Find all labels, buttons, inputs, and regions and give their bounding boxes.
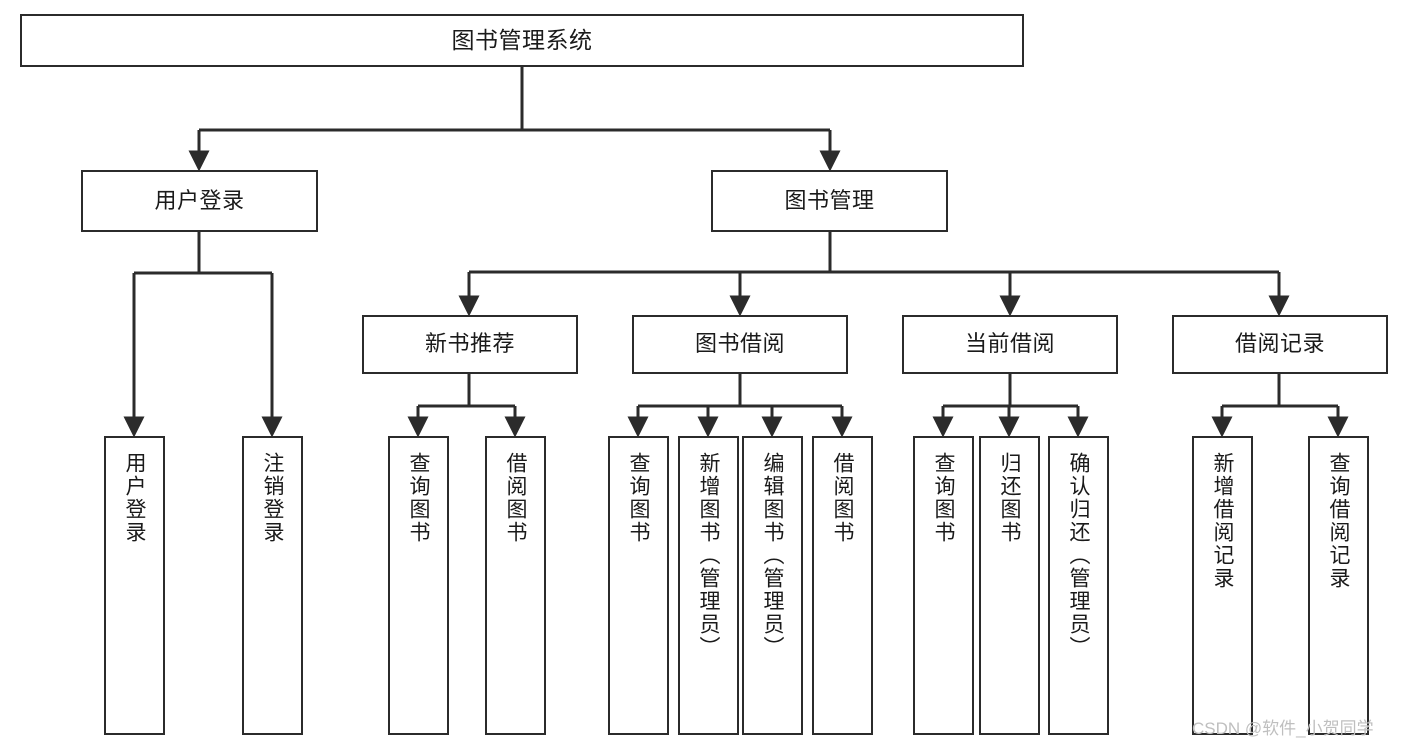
node-leaf-query-book-3[interactable]: 查询图书 — [913, 436, 974, 735]
node-leaf-add-book[interactable]: 新增图书（管理员） — [678, 436, 739, 735]
node-label: 图书管理系统 — [451, 26, 593, 53]
node-label: 查询借阅记录 — [1327, 452, 1350, 590]
node-label: 确认归还（管理员） — [1067, 452, 1090, 659]
node-label: 查询图书 — [407, 452, 430, 544]
node-label: 用户登录 — [154, 187, 245, 213]
node-label: 新书推荐 — [424, 331, 515, 357]
node-label: 当前借阅 — [964, 331, 1055, 357]
node-leaf-edit-book[interactable]: 编辑图书（管理员） — [742, 436, 803, 735]
node-label: 借阅记录 — [1234, 331, 1325, 357]
node-new-book-recommend[interactable]: 新书推荐 — [362, 315, 578, 374]
node-label: 查询图书 — [932, 452, 955, 544]
node-leaf-borrow-book-2[interactable]: 借阅图书 — [812, 436, 873, 735]
node-label: 编辑图书（管理员） — [761, 452, 784, 659]
node-label: 注销登录 — [261, 452, 284, 544]
node-leaf-borrow-book-1[interactable]: 借阅图书 — [485, 436, 546, 735]
node-leaf-user-login[interactable]: 用户登录 — [104, 436, 165, 735]
csdn-watermark: CSDN @软件_小贺同学 — [1192, 719, 1374, 738]
node-label: 图书管理 — [784, 187, 875, 213]
node-leaf-add-record[interactable]: 新增借阅记录 — [1192, 436, 1253, 735]
node-label: 新增借阅记录 — [1211, 452, 1234, 590]
node-label: 用户登录 — [123, 452, 146, 544]
node-book-borrow[interactable]: 图书借阅 — [632, 315, 848, 374]
node-label: 查询图书 — [627, 452, 650, 544]
node-user-login[interactable]: 用户登录 — [81, 170, 318, 232]
node-borrow-record[interactable]: 借阅记录 — [1172, 315, 1388, 374]
node-current-borrow[interactable]: 当前借阅 — [902, 315, 1118, 374]
node-label: 新增图书（管理员） — [697, 452, 720, 659]
node-label: 借阅图书 — [831, 452, 854, 544]
node-label: 归还图书 — [998, 452, 1021, 544]
node-leaf-query-record[interactable]: 查询借阅记录 — [1308, 436, 1369, 735]
node-book-manage[interactable]: 图书管理 — [711, 170, 948, 232]
node-leaf-logout-login[interactable]: 注销登录 — [242, 436, 303, 735]
node-leaf-query-book-2[interactable]: 查询图书 — [608, 436, 669, 735]
node-leaf-confirm-return[interactable]: 确认归还（管理员） — [1048, 436, 1109, 735]
node-label: 借阅图书 — [504, 452, 527, 544]
node-label: 图书借阅 — [694, 331, 785, 357]
node-leaf-return-book[interactable]: 归还图书 — [979, 436, 1040, 735]
node-leaf-query-book-1[interactable]: 查询图书 — [388, 436, 449, 735]
node-book-management-system[interactable]: 图书管理系统 — [20, 14, 1024, 67]
